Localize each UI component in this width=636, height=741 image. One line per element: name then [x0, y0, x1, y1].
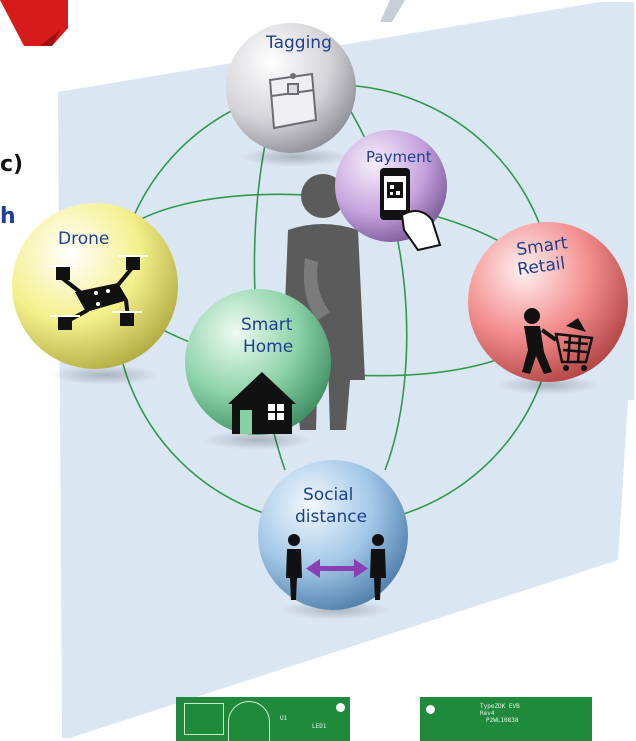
shopping-cart-icon [522, 308, 594, 374]
board-outline-left [184, 703, 224, 735]
label-payment: Payment [366, 148, 432, 166]
partial-heading-line-2: h [0, 204, 16, 229]
board-mount-hole-left [336, 703, 345, 712]
drone-icon [48, 255, 148, 330]
tag-device-icon [268, 72, 318, 130]
board-right-label-2: Rev4 [480, 710, 495, 717]
sphere-smart-home [185, 289, 331, 435]
phone-qr-icon [380, 168, 442, 252]
label-social-2: distance [295, 507, 367, 527]
two-people-arrow-icon [286, 534, 386, 600]
logo-corner-shape [0, 0, 68, 46]
label-smart-home-2: Home [243, 337, 293, 357]
board-left-label-2: LED1 [312, 723, 327, 730]
sphere-social-distance [258, 460, 408, 610]
board-mount-hole-right [426, 705, 435, 714]
board-right-label-3: P2WL10838 [486, 717, 519, 724]
pcb-board-left: U1 LED1 [176, 697, 350, 741]
board-right-label-1: TypeZDK EVB [480, 703, 520, 710]
top-slash-mark [380, 0, 405, 22]
house-icon [228, 372, 296, 434]
label-social-1: Social [303, 485, 353, 505]
sphere-drone [12, 203, 178, 369]
pcb-board-right: TypeZDK EVB Rev4 P2WL10838 [420, 697, 592, 741]
partial-heading-line-1: c) [0, 152, 24, 177]
label-tagging: Tagging [265, 33, 332, 53]
label-drone: Drone [58, 229, 109, 249]
sphere-smart-retail [468, 222, 628, 382]
board-antenna [228, 701, 270, 741]
label-smart-home-1: Smart [241, 315, 293, 335]
board-left-label-1: U1 [280, 715, 288, 722]
